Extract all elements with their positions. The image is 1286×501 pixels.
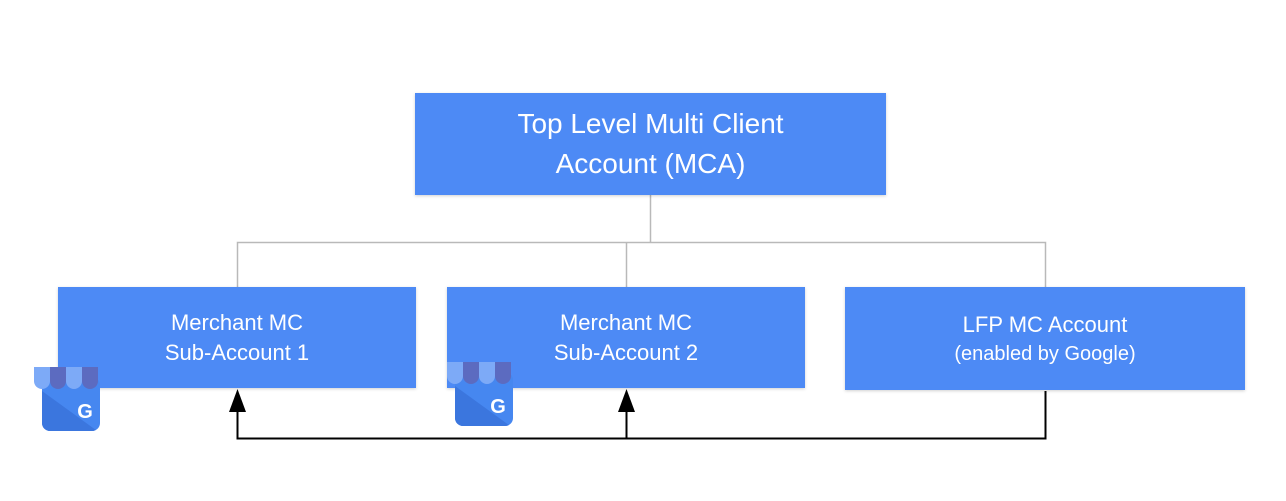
tree-connector-path — [236, 195, 1047, 287]
storefront-g-letter: G — [77, 401, 93, 423]
node-sub-account-1-label-line1: Merchant MC — [170, 309, 304, 335]
node-lfp-label-line2: (enabled by Google) — [954, 342, 1136, 365]
node-top-level-mca-label-line2: Account (MCA) — [555, 148, 746, 179]
node-lfp-label-line1: LFP MC Account — [962, 311, 1128, 337]
flow-arrow-path — [236, 391, 1047, 440]
node-sub-account-1-label-line2: Sub-Account 1 — [164, 339, 310, 365]
node-top-level-mca-label-line1: Top Level Multi Client — [517, 108, 784, 139]
google-my-business-storefront-icon: G — [447, 362, 513, 426]
google-my-business-storefront-icon: G — [34, 367, 100, 431]
storefront-awning — [34, 367, 98, 389]
node-lfp-mc-account: LFP MC Account (enabled by Google) — [845, 287, 1245, 390]
arrowhead-to-sub-account-1 — [229, 389, 246, 412]
storefront-awning — [447, 362, 511, 384]
node-sub-account-2-label-line1: Merchant MC — [559, 309, 693, 335]
node-merchant-sub-account-1: Merchant MC Sub-Account 1 — [58, 287, 416, 388]
node-sub-account-2-label-line2: Sub-Account 2 — [553, 339, 699, 365]
arrowhead-to-sub-account-2 — [618, 389, 635, 412]
node-top-level-mca: Top Level Multi Client Account (MCA) — [415, 93, 886, 195]
storefront-g-letter: G — [490, 396, 506, 418]
